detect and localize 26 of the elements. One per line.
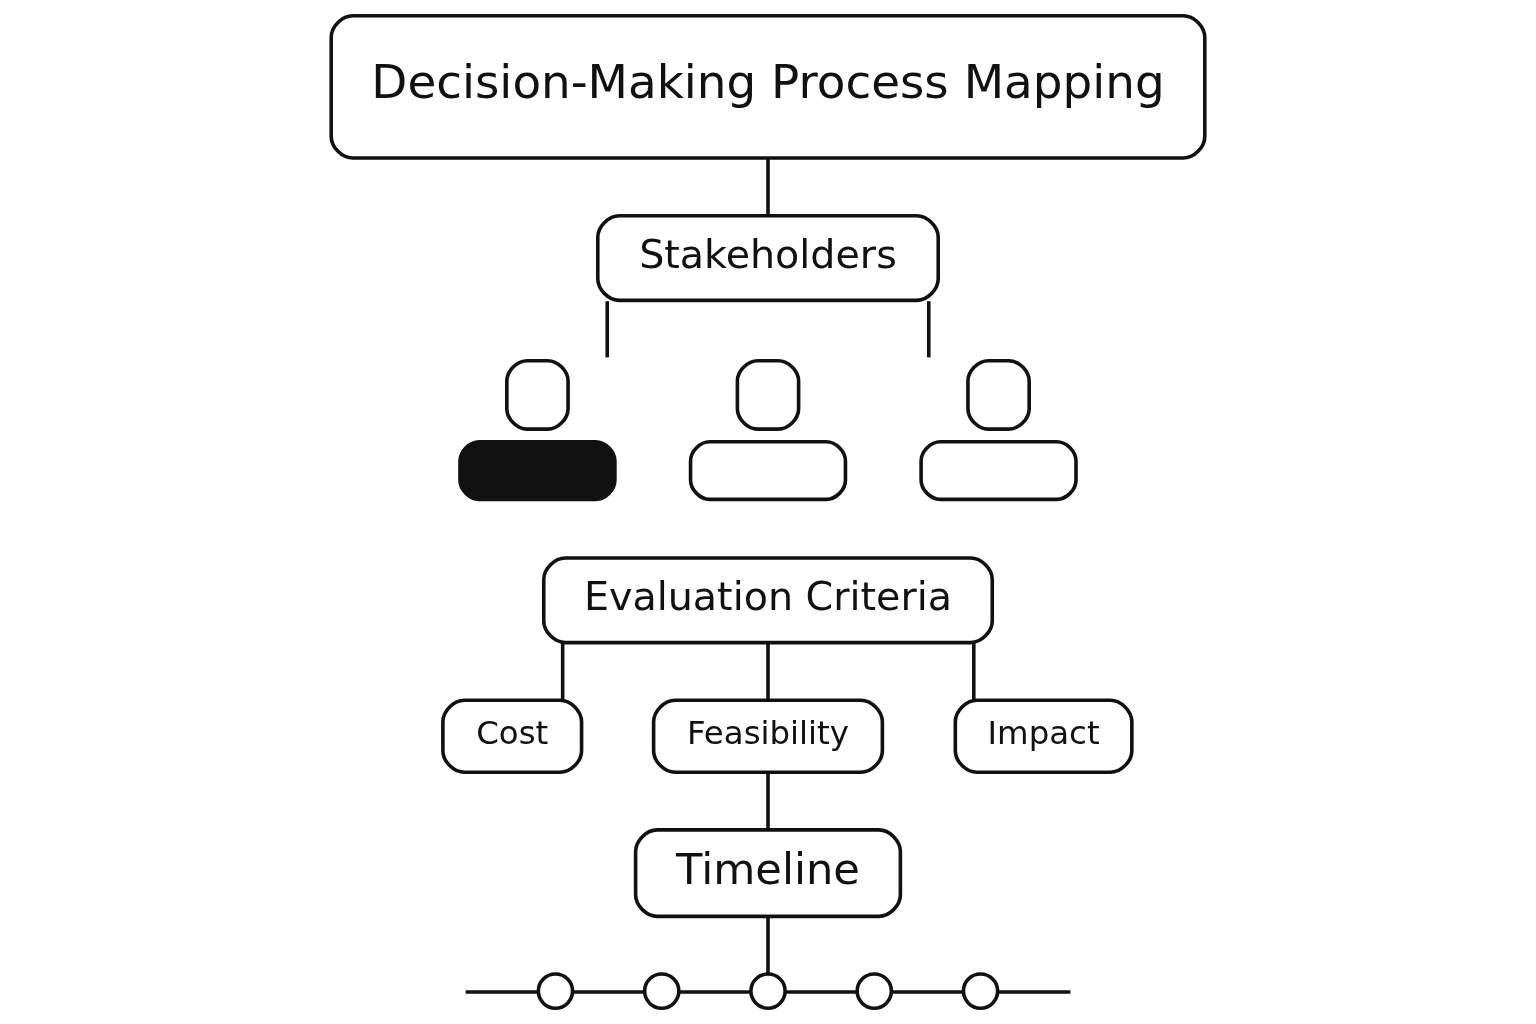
node-box: Cost <box>441 698 584 775</box>
node-box: Stakeholders <box>596 213 940 303</box>
connector <box>926 301 931 358</box>
node-circle <box>536 972 575 1011</box>
connector <box>997 990 1071 994</box>
node-circle <box>855 972 894 1011</box>
connector <box>573 990 645 994</box>
node-circle <box>749 972 787 1011</box>
connector <box>766 158 770 216</box>
node-box: Timeline <box>633 828 903 919</box>
connector <box>891 990 964 994</box>
connector <box>766 916 770 974</box>
connector <box>679 990 751 994</box>
connector <box>785 990 858 994</box>
node-box: Impact <box>953 698 1134 775</box>
connector <box>766 643 770 700</box>
node-circle <box>642 972 681 1011</box>
connector <box>766 772 770 830</box>
node-box: Feasibility <box>651 698 885 775</box>
connector <box>605 301 610 358</box>
node-box: Decision-Making Process Mapping <box>329 13 1207 160</box>
connector <box>465 990 539 994</box>
node-box: Evaluation Criteria <box>541 556 995 645</box>
connector <box>972 643 976 700</box>
node-circle <box>961 972 1000 1011</box>
connector <box>560 643 565 700</box>
